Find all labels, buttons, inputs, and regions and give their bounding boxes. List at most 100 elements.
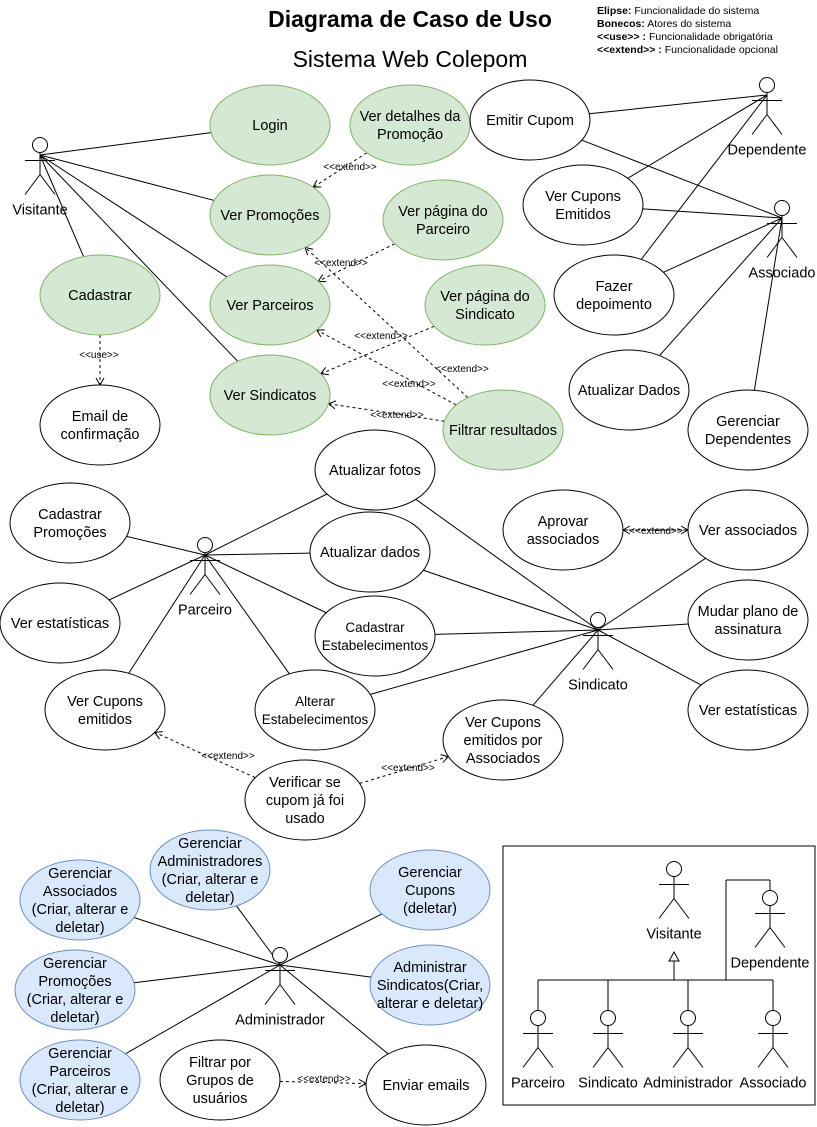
actor-leg — [204, 574, 221, 595]
use-case-label: (Criar, alterar e — [27, 992, 124, 1008]
dependency-arrow — [317, 243, 395, 283]
use-case-label: Sindicatos(Criar, — [377, 978, 483, 994]
actor-leg — [537, 1047, 554, 1068]
association-line — [39, 132, 212, 156]
relation-label: <<extend>> — [354, 331, 408, 342]
hierarchy-actor-sindicato: Sindicato — [578, 1010, 638, 1092]
actor-leg — [597, 649, 614, 670]
actor-leg — [766, 237, 783, 258]
relation-labels: <<extend>> <<extend>> <<extend>> <<extend>>… — [79, 162, 683, 1085]
association-line — [204, 493, 328, 556]
use-case-label: Gerenciar — [398, 865, 462, 881]
actor-label: Sindicato — [578, 1076, 638, 1092]
use-case-label: Alterar — [295, 694, 335, 709]
association-line — [204, 554, 290, 675]
relation-label: <<extend>> — [381, 763, 435, 774]
actor-head — [762, 890, 778, 906]
relation-label: <<extend>> — [314, 258, 368, 269]
relation-label: <<extend>> — [629, 526, 683, 537]
use-case-label: Gerenciar — [43, 956, 107, 972]
legend-item: Bonecos: Atores do sistema — [597, 18, 731, 30]
use-case-ellipse — [568, 349, 690, 431]
use-case-label: Associados — [466, 751, 540, 767]
actor-leg — [592, 1047, 609, 1068]
use-case-label: Cadastrar — [345, 620, 405, 635]
use-case-label: Promoções — [33, 525, 106, 541]
use-case-ellipse — [14, 949, 136, 1031]
use-case-label: Ver página do — [440, 289, 530, 305]
association-line — [39, 154, 84, 257]
use-case-ellipse — [159, 1039, 281, 1121]
actor-dependente: Dependente — [727, 77, 807, 159]
use-case-label: associados — [527, 532, 600, 548]
actor-leg — [772, 1047, 789, 1068]
use-case-label: emitidos — [78, 712, 132, 728]
legend-item: <<extend>> : Funcionalidade opcional — [597, 44, 778, 56]
association-line — [39, 154, 239, 362]
use-case-ellipse — [365, 1044, 487, 1126]
use-case-atualizar-dados-top: Atualizar Dados — [568, 349, 690, 431]
actor-parceiro: Parceiro — [178, 537, 232, 619]
use-case-label: Administrar — [393, 960, 466, 976]
use-case-label: Administradores — [158, 854, 263, 870]
association-line — [642, 208, 783, 219]
use-case-label: cupom já foi — [266, 793, 344, 809]
use-case-ellipse — [369, 944, 491, 1026]
actor-label: Dependente — [727, 143, 806, 159]
use-case-ellipse — [44, 669, 166, 751]
use-case-ellipse — [314, 429, 436, 511]
actor-head — [32, 137, 48, 153]
actor-leg — [582, 649, 599, 670]
actor-label: Dependente — [730, 956, 809, 972]
use-case-ellipse — [209, 84, 331, 166]
association-line — [597, 623, 689, 631]
use-case-label: (deletar) — [403, 901, 457, 917]
hierarchy-actor-administrador: Administrador — [643, 1010, 733, 1092]
use-case-label: Mudar plano de — [698, 604, 799, 620]
actor-administrador: Administrador — [235, 947, 325, 1029]
association-line — [39, 154, 228, 278]
actor-label: Administrador — [643, 1076, 733, 1092]
use-case-label: deletar) — [55, 1100, 104, 1116]
actor-sindicato: Sindicato — [568, 612, 628, 694]
actor-head — [530, 1010, 546, 1026]
association-line — [753, 217, 783, 391]
actor-label: Associado — [740, 1076, 807, 1092]
use-case-label: Filtrar por — [189, 1055, 251, 1071]
hierarchy-actor-associado: Associado — [740, 1010, 807, 1092]
use-case-label: Cadastrar — [38, 507, 102, 523]
association-line — [434, 629, 599, 635]
use-case-label: deletar) — [185, 890, 234, 906]
use-case-atualizar-fotos: Atualizar fotos — [314, 429, 436, 511]
association-line — [128, 554, 206, 674]
actor-label: Visitante — [646, 927, 701, 943]
association-line — [279, 913, 383, 966]
use-case-label: Ver Parceiros — [226, 298, 313, 314]
use-case-label: Ver Cupons — [465, 715, 541, 731]
use-case-ellipse — [442, 389, 564, 471]
use-case-label: Dependentes — [705, 432, 791, 448]
dependency-arrow — [153, 731, 256, 779]
use-case-ellipse — [254, 669, 376, 751]
use-case-ver-estatisticas-left: Ver estatísticas — [0, 582, 121, 664]
dependency-arrow — [304, 246, 469, 398]
use-case-label: Ver Cupons — [545, 189, 621, 205]
use-case-label: Cupons — [405, 883, 455, 899]
use-case-label: Ver Promoções — [220, 208, 319, 224]
use-case-label: (Criar, alterar e — [32, 1082, 129, 1098]
association-line — [108, 554, 206, 601]
actor-label: Visitante — [12, 203, 67, 219]
association-line — [39, 154, 215, 201]
use-case-label: deletar) — [50, 1010, 99, 1026]
use-case-label: usado — [285, 811, 325, 827]
dependency-arrow — [315, 329, 457, 406]
dependency-arrow — [279, 1078, 368, 1088]
diagram-title: Diagrama de Caso de Uso — [268, 6, 552, 32]
use-case-label: Ver detalhes da — [360, 109, 462, 125]
